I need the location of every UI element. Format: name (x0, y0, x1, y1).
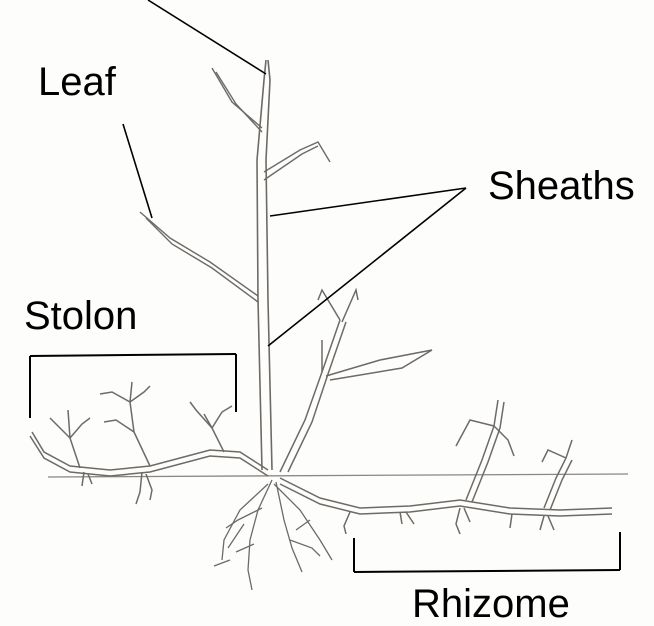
leader-line-culm (148, 0, 266, 74)
root-mass (214, 480, 332, 590)
main-culm (257, 60, 272, 470)
stolon-label: Stolon (24, 296, 137, 336)
sheaths-label: Sheaths (488, 166, 635, 206)
rhizome-bracket (354, 532, 620, 572)
leader-lines (123, 0, 466, 346)
rhizome-runner (280, 400, 612, 534)
stolon-runner (30, 382, 268, 504)
leader-line-leaf (123, 124, 152, 218)
main-culm-leaves (140, 68, 330, 302)
leaf-label: Leaf (38, 62, 116, 102)
ground-line (48, 474, 628, 477)
rhizome-label: Rhizome (412, 584, 570, 624)
stolon-bracket (30, 354, 236, 418)
